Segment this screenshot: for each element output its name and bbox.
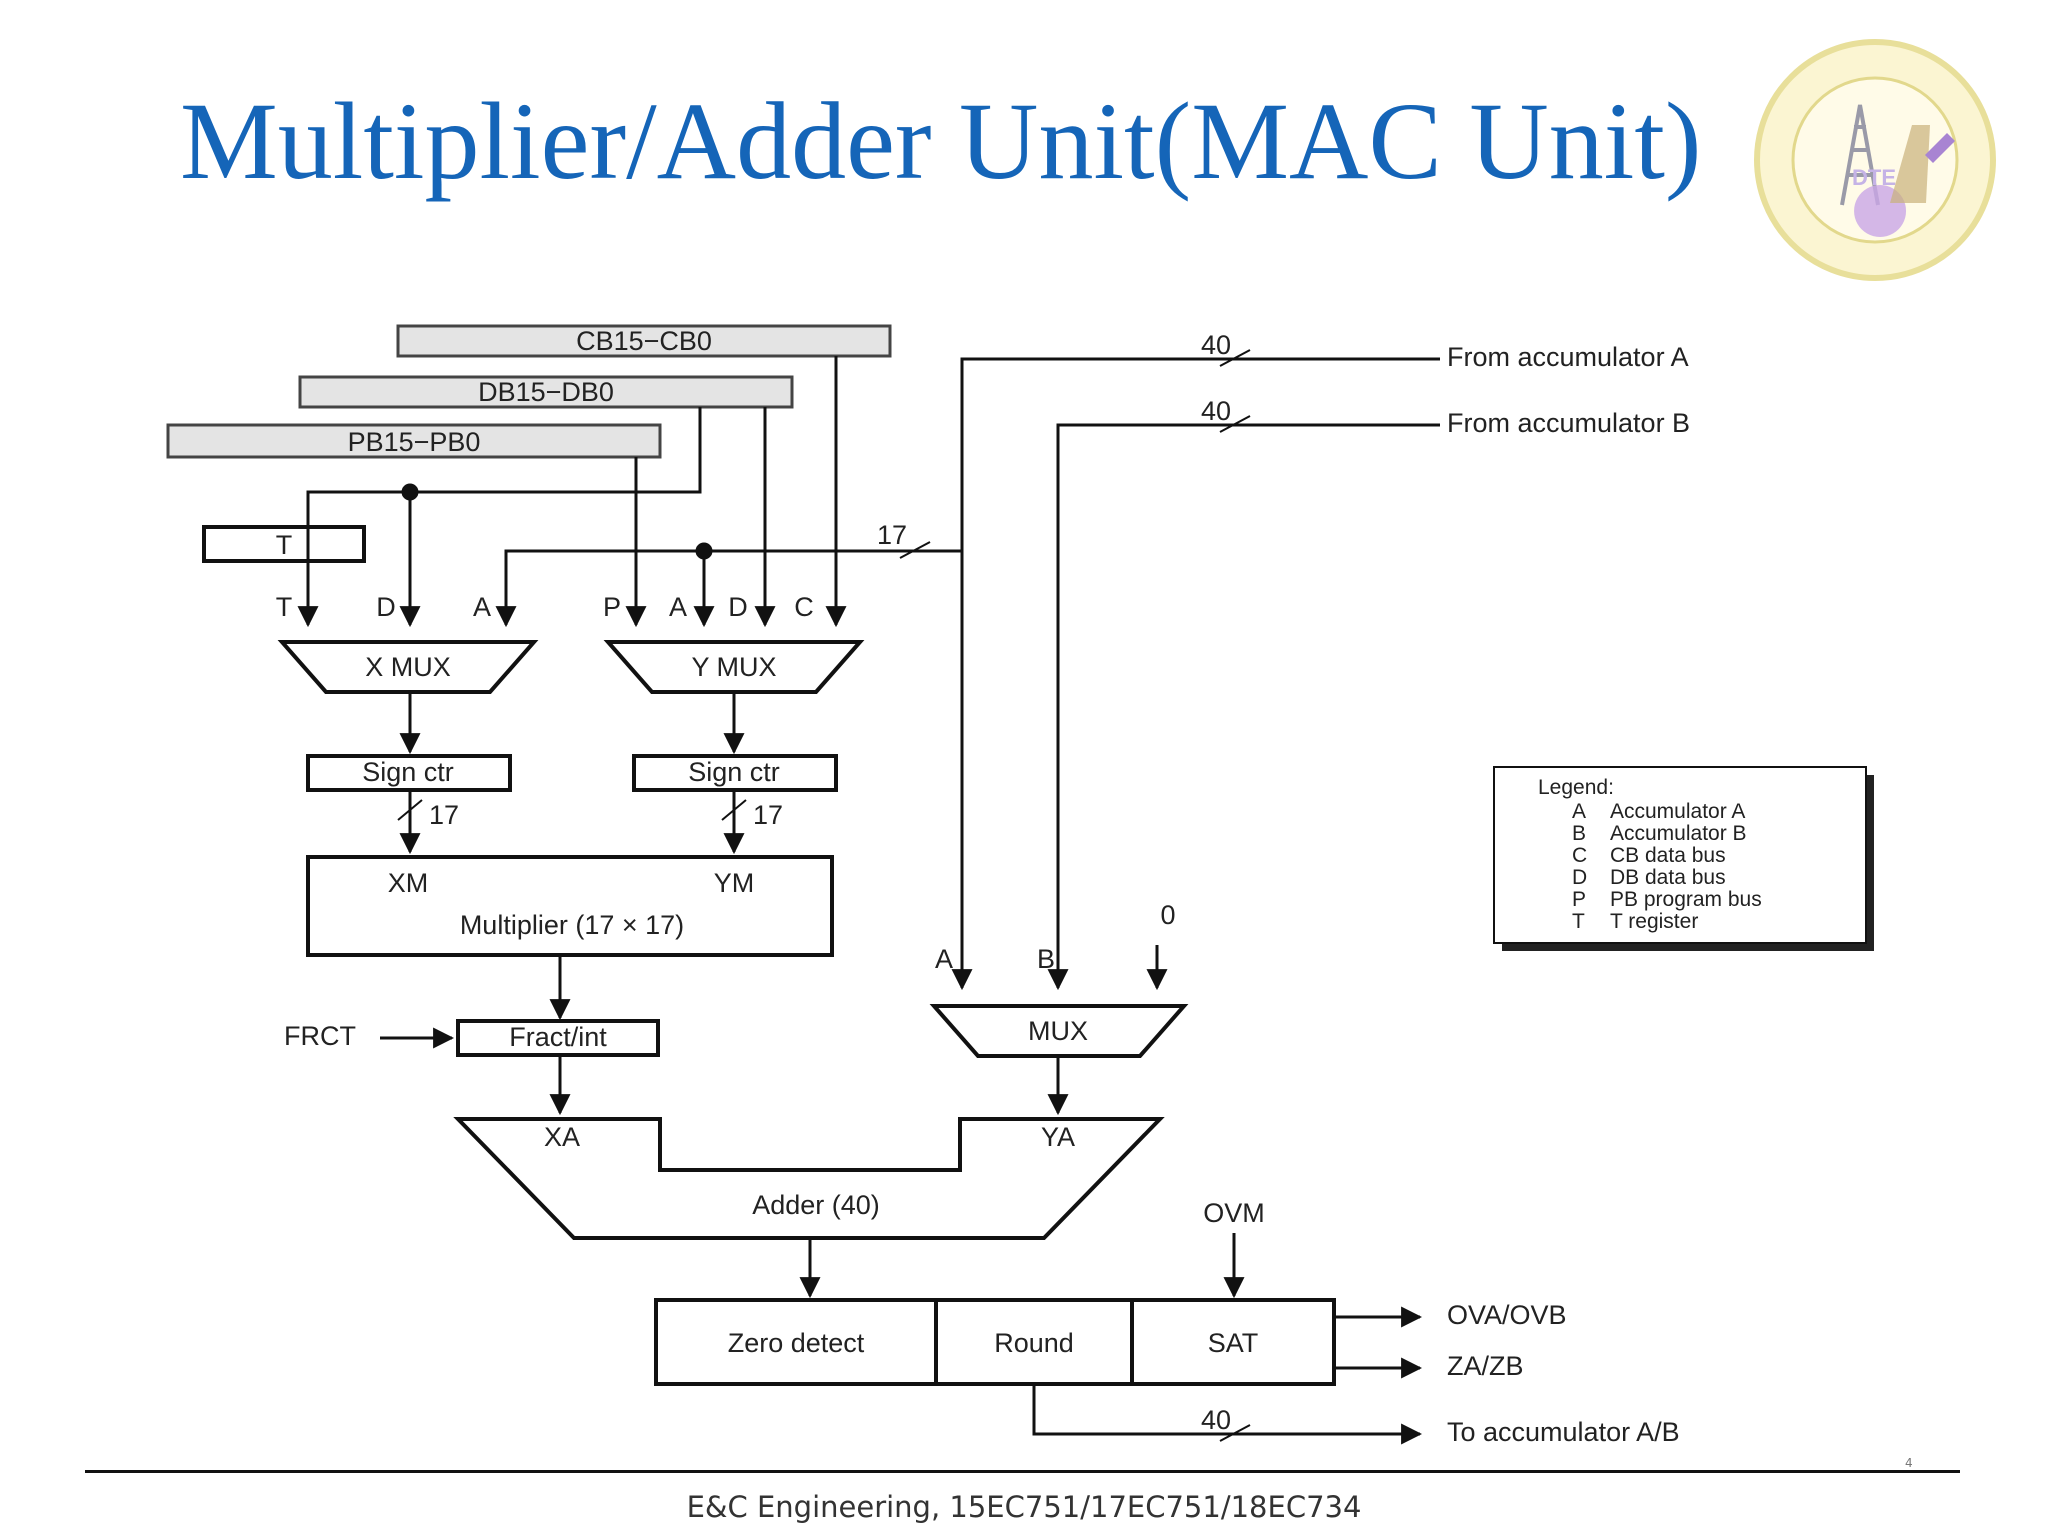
acc-b-40-slash <box>1219 415 1251 433</box>
legend-key-c: C <box>1572 844 1587 867</box>
x-width-17: 17 <box>429 800 459 830</box>
legend-key-p: P <box>1572 888 1586 911</box>
acc-a-wire <box>951 357 1440 991</box>
legend-key-b: B <box>1572 822 1586 845</box>
acc-a-40-slash <box>1219 349 1251 367</box>
legend-box <box>1493 766 1867 944</box>
frct-label: FRCT <box>284 1021 356 1051</box>
y-mux-input-a: A <box>669 592 687 622</box>
footer-rule <box>85 1470 1960 1473</box>
t-register-label: T <box>276 530 293 560</box>
adder-ya: YA <box>1041 1122 1075 1152</box>
multiplier-ym: YM <box>714 868 755 898</box>
from-acc-a-label: From accumulator A <box>1447 342 1689 372</box>
mux-shape <box>929 1004 1189 1058</box>
logo-text: DTE <box>1852 165 1896 190</box>
t-register-box <box>202 525 366 563</box>
y-mux-label: Y MUX <box>691 652 776 682</box>
multiplier-label: Multiplier (17 × 17) <box>460 910 684 940</box>
acc-a-junction <box>695 542 713 560</box>
to-acc-label: To accumulator A/B <box>1447 1417 1680 1447</box>
x-mux-input-a: A <box>473 592 491 622</box>
x-mux-shape <box>277 640 539 694</box>
slide-title: Multiplier/Adder Unit(MAC Unit) <box>180 80 1702 202</box>
sat-box <box>1130 1298 1336 1386</box>
mux-input-b: B <box>1037 944 1055 974</box>
to-acc-40-slash <box>1219 1424 1251 1442</box>
from-acc-b-label: From accumulator B <box>1447 408 1690 438</box>
slide-footer: E&C Engineering, 15EC751/17EC751/18EC734 <box>686 1490 1362 1524</box>
acc-b-width-40: 40 <box>1201 396 1231 426</box>
adder-xa: XA <box>544 1122 580 1152</box>
db-junction <box>401 483 419 501</box>
legend-title: Legend: <box>1538 776 1614 799</box>
y-sign-ctr-label: Sign ctr <box>688 757 780 787</box>
y-mux-input-c: C <box>794 592 814 622</box>
road-icon <box>1890 125 1930 203</box>
zero-detect-label: Zero detect <box>728 1328 865 1358</box>
ova-ovb-label: OVA/OVB <box>1447 1300 1567 1330</box>
za-zb-label: ZA/ZB <box>1447 1351 1524 1381</box>
to-acc-wire <box>1032 1384 1423 1445</box>
acc-b-wire <box>1047 423 1440 991</box>
mux-input-zero: 0 <box>1160 900 1175 930</box>
x-17-slash <box>397 799 423 821</box>
legend-desc-p: PB program bus <box>1610 888 1762 911</box>
x-sign-ctr-label: Sign ctr <box>362 757 454 787</box>
legend-desc-b: Accumulator B <box>1610 822 1747 845</box>
mux-input-a: A <box>935 944 953 974</box>
page-number: 4 <box>1905 1456 1913 1470</box>
cb-bus-label: CB15−CB0 <box>576 326 712 356</box>
x-mux-label: X MUX <box>365 652 451 682</box>
acc-ab-17-slash <box>899 541 931 559</box>
legend-desc-c: CB data bus <box>1610 844 1726 867</box>
x-mux-input-d: D <box>376 592 396 622</box>
round-label: Round <box>994 1328 1074 1358</box>
legend: Legend: A Accumulator A B Accumulator B … <box>1538 776 1762 933</box>
acc-a-width-40: 40 <box>1201 330 1231 360</box>
ovm-label: OVM <box>1203 1198 1265 1228</box>
adder-shape <box>453 1117 1165 1240</box>
x-mux-input-t: T <box>276 592 293 622</box>
legend-key-t: T <box>1572 910 1585 933</box>
legend-desc-t: T register <box>1610 910 1698 933</box>
pb-bus-bar <box>166 423 662 459</box>
y-17-slash <box>721 799 747 821</box>
to-acc-width-40: 40 <box>1201 1405 1231 1435</box>
y-mux-input-d: D <box>728 592 748 622</box>
y-mux-input-p: P <box>603 592 621 622</box>
legend-key-a: A <box>1572 800 1586 823</box>
sat-label: SAT <box>1208 1328 1259 1358</box>
db-bus-label: DB15−DB0 <box>478 377 614 407</box>
pb-bus-label: PB15−PB0 <box>348 427 481 457</box>
legend-desc-d: DB data bus <box>1610 866 1726 889</box>
fract-int-box <box>456 1019 660 1057</box>
db-bus-bar <box>298 375 794 409</box>
multiplier-box <box>306 855 834 957</box>
fract-int-label: Fract/int <box>509 1022 607 1052</box>
db-wire <box>297 407 702 628</box>
adder-label: Adder (40) <box>752 1190 880 1220</box>
dte-seal-logo: DTE <box>1754 39 1996 281</box>
cb-bus-bar <box>396 324 892 358</box>
tower-icon <box>1840 104 1880 206</box>
mux-label: MUX <box>1028 1016 1088 1046</box>
acc-ab-width-17: 17 <box>877 520 907 550</box>
legend-desc-a: Accumulator A <box>1610 800 1745 823</box>
acc-a-to-mux-wire <box>495 549 962 628</box>
legend-key-d: D <box>1572 866 1587 889</box>
multiplier-xm: XM <box>388 868 429 898</box>
y-mux-shape <box>603 640 865 694</box>
y-width-17: 17 <box>753 800 783 830</box>
wrench-icon <box>1925 133 1955 163</box>
